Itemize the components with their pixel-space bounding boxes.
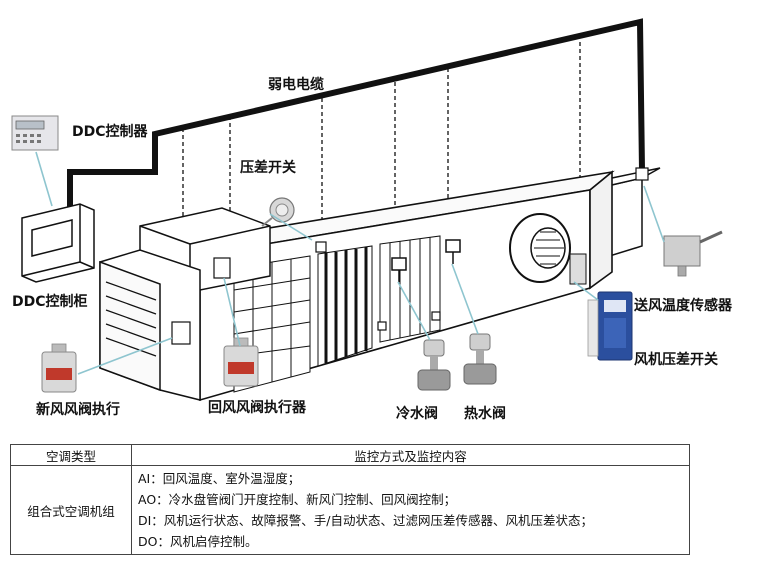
table-header-row: 空调类型 监控方式及监控内容 [10,444,690,466]
label-return-damper-actuator: 回风风阀执行器 [208,399,307,416]
fresh-air-louvre [99,249,201,401]
label-chilled-valve: 冷水阀 [396,405,438,422]
actuator-boxes [171,167,649,345]
table-header-type: 空调类型 [10,444,132,466]
valve-stems [391,239,461,282]
weak-cable-line [67,18,645,208]
monitoring-table: 空调类型 监控方式及监控内容 组合式空调机组 AI：回风温度、室外温湿度； AO… [10,444,690,555]
label-ddc-controller: DDC控制器 [72,123,149,140]
content-line-ao: AO：冷水盘管阀门开度控制、新风门控制、回风阀控制； [138,492,457,507]
ahu-monitoring-diagram: DDC控制器 弱电电缆 压差开关 DDC控制柜 送风温度传感器 风机压差开关 新… [11,18,733,422]
content-line-ai: AI：回风温度、室外温湿度； [138,471,301,486]
label-ddc-cabinet: DDC控制柜 [12,293,88,310]
content-line-di: DI：风机运行状态、故障报警、手/自动状态、过滤网压差传感器、风机压差状态； [138,513,594,528]
supply-fan [509,213,587,285]
hot-valve-device [463,333,497,385]
content-line-do: DO：风机启停控制。 [138,534,258,549]
label-weak-cable: 弱电电缆 [268,76,324,93]
label-fresh-damper-actuator: 新风风阀执行 [36,401,120,418]
fan-pressure-switch-device [587,291,633,361]
ahu-right-face [589,170,613,290]
ddc-controller-device [11,115,59,151]
label-fan-pressure-switch: 风机压差开关 [634,351,718,368]
label-supply-temp-sensor: 送风温度传感器 [633,297,733,314]
pressure-switch-device [261,197,295,227]
label-pressure-switch: 压差开关 [240,159,296,176]
fresh-damper-actuator-device [41,343,77,393]
table-cell-content: AI：回风温度、室外温湿度； AO：冷水盘管阀门开度控制、新风门控制、回风阀控制… [131,465,690,555]
table-row: 组合式空调机组 AI：回风温度、室外温湿度； AO：冷水盘管阀门开度控制、新风门… [10,465,690,555]
return-damper-actuator-device [223,337,259,387]
chilled-valve-device [417,339,451,391]
ddc-cabinet-device [21,203,95,283]
label-hot-valve: 热水阀 [464,405,506,422]
table-header-content: 监控方式及监控内容 [131,444,690,466]
table-cell-type: 组合式空调机组 [10,465,132,555]
supply-temp-sensor-device [663,230,723,277]
leader-lines [35,151,665,375]
